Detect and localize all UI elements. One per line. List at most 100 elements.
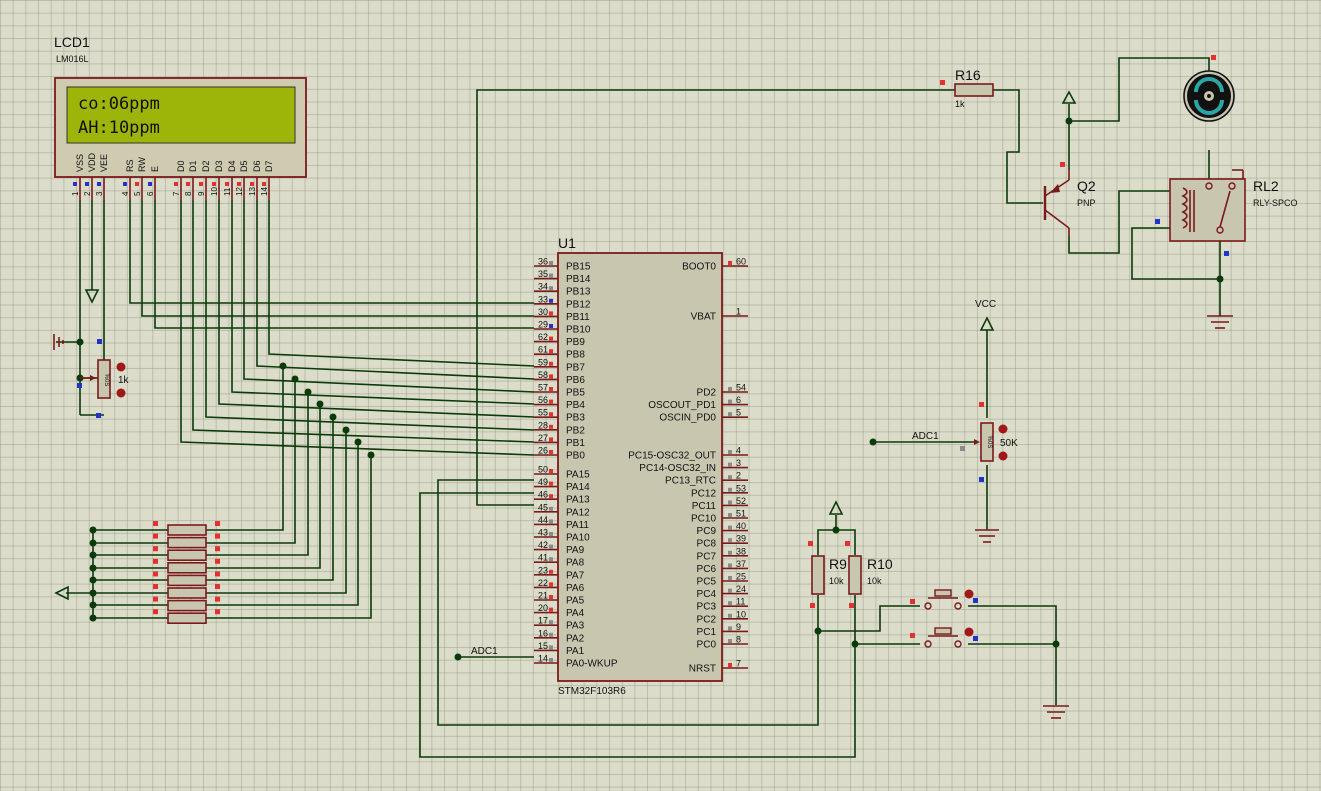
mcu-pin-name: PA14 xyxy=(566,482,590,493)
mcu-pin-marker xyxy=(549,519,553,524)
mcu-pin-marker xyxy=(549,311,553,316)
potentiometer-1[interactable]: %0S 1k xyxy=(77,339,130,418)
mcu-pin-name: PA1 xyxy=(566,646,585,657)
mcu-pin-name: PB10 xyxy=(566,325,591,336)
mcu-pin-marker xyxy=(549,544,553,549)
relay-part: RLY-SPCO xyxy=(1253,198,1298,208)
mcu-pin-marker xyxy=(728,538,732,543)
r16-ref: R16 xyxy=(955,67,981,83)
mcu-pin-number: 54 xyxy=(736,383,746,393)
lcd-pin-marker xyxy=(199,182,203,186)
mcu-pin-name: PD2 xyxy=(697,388,717,399)
mcu-pin-number: 27 xyxy=(538,433,548,443)
mcu-pin-number: 28 xyxy=(538,420,548,430)
lcd-pins: VSS1VDD2VEE3RS4RW5E6D07D18D29D310D411D51… xyxy=(71,152,274,200)
mcu-pin-name: PC10 xyxy=(691,514,716,525)
ground-symbol-pot2 xyxy=(975,529,999,543)
transistor-q2[interactable]: Q2 PNP xyxy=(1043,90,1096,236)
mcu-pin-marker xyxy=(549,469,553,473)
mcu-pin-name: PB1 xyxy=(566,438,585,449)
r10-body xyxy=(848,555,862,595)
junction-dots xyxy=(76,117,1224,661)
lcd-module[interactable]: LCD1 LM016L co:06ppm AH:10ppm VSS1VDD2VE… xyxy=(54,34,307,200)
mcu-pin-name: PB6 xyxy=(566,375,585,386)
mcu-pin-marker xyxy=(728,626,732,631)
push-button-2[interactable] xyxy=(910,627,978,648)
mcu-pin-marker xyxy=(549,336,553,341)
mcu-pin-name: PC4 xyxy=(697,589,717,600)
lcd-pin-name: D6 xyxy=(252,160,262,172)
mcu-pin-number: 57 xyxy=(538,383,548,393)
potentiometer-2[interactable]: %0S 50K ADC1 xyxy=(912,402,1018,482)
dc-motor[interactable] xyxy=(1183,55,1235,122)
lcd-pin-marker xyxy=(85,182,89,186)
lcd-pin-name: VSS xyxy=(75,154,85,172)
mcu-pin-marker xyxy=(549,273,553,278)
rnet-pin-marker xyxy=(153,546,158,552)
r9-value: 10k xyxy=(829,576,844,586)
mcu-pin-marker xyxy=(549,361,553,366)
mcu-pin-marker xyxy=(728,613,732,618)
mcu-pin-marker xyxy=(549,261,553,265)
mcu-pin-marker xyxy=(728,387,732,391)
mcu-pin-number: 53 xyxy=(736,483,746,493)
mcu-pin-marker xyxy=(549,387,553,391)
lcd-pin-number: 5 xyxy=(133,191,142,196)
mcu-pin-marker xyxy=(728,462,732,467)
mcu-pin-number: 14 xyxy=(538,654,548,664)
resistor-r10[interactable]: R10 10k xyxy=(845,541,893,608)
mcu-u1[interactable]: U1 STM32F103R6 PB1536PB1435PB1334PB1233P… xyxy=(534,235,748,697)
resistor-r9[interactable]: R9 10k xyxy=(808,541,847,608)
lcd-pin-name: E xyxy=(150,166,160,172)
pot1-body xyxy=(97,359,111,399)
lcd-pin-marker xyxy=(148,182,152,186)
mcu-pin-marker xyxy=(549,286,553,291)
mcu-pin-name: PB11 xyxy=(566,312,590,323)
mcu-pin-name: PB7 xyxy=(566,362,585,373)
mcu-pin-number: 41 xyxy=(538,553,548,563)
lcd-pin-name: D1 xyxy=(188,160,198,172)
mcu-pin-name: PA3 xyxy=(566,621,585,632)
mcu-pin-number: 56 xyxy=(538,395,548,405)
pot2-body xyxy=(980,422,994,462)
lcd-pin-number: 9 xyxy=(197,191,206,196)
mcu-pin-marker xyxy=(549,481,553,486)
mcu-pin-name: PC6 xyxy=(697,564,717,575)
r10-ref: R10 xyxy=(867,556,893,572)
mcu-pin-marker xyxy=(728,487,732,492)
lcd-pin-number: 12 xyxy=(235,187,244,196)
lcd-pin-marker xyxy=(174,182,178,186)
mcu-pin-number: 44 xyxy=(538,515,548,525)
mcu-pin-number: 43 xyxy=(538,528,548,538)
resistor-network[interactable] xyxy=(153,521,220,625)
mcu-pin-number: 50 xyxy=(538,465,548,475)
mcu-pin-number: 49 xyxy=(538,477,548,487)
mcu-pin-number: 36 xyxy=(538,257,548,267)
mcu-pin-marker xyxy=(549,424,553,429)
mcu-pin-name: PA2 xyxy=(566,633,585,644)
mcu-pin-number: 34 xyxy=(538,282,548,292)
lcd-pin-name: D0 xyxy=(176,160,186,172)
push-button-1[interactable] xyxy=(910,589,978,610)
mcu-pin-marker xyxy=(549,582,553,587)
mcu-pin-number: 45 xyxy=(538,502,548,512)
mcu-body xyxy=(557,252,723,682)
mcu-pin-name: PA13 xyxy=(566,495,590,506)
mcu-pin-number: 58 xyxy=(538,370,548,380)
mcu-pin-name: PB13 xyxy=(566,287,591,298)
lcd-pin-name: VDD xyxy=(87,152,97,172)
mcu-pin-name: PC14-OSC32_IN xyxy=(639,463,716,474)
mcu-pin-marker xyxy=(728,601,732,606)
mcu-pin-marker xyxy=(728,513,732,517)
resistor-r16[interactable]: R16 1k xyxy=(940,67,994,109)
mcu-pin-name: PC2 xyxy=(697,614,717,625)
lcd-pin-name: RS xyxy=(125,159,135,172)
rnet-pin-marker xyxy=(153,596,158,602)
rnet-resistor xyxy=(167,561,207,574)
mcu-pin-marker xyxy=(549,595,553,599)
relay-rl2[interactable]: RL2 RLY-SPCO xyxy=(1155,169,1298,256)
lcd-pin-marker xyxy=(250,182,254,186)
mcu-pin-name: PA10 xyxy=(566,533,590,544)
